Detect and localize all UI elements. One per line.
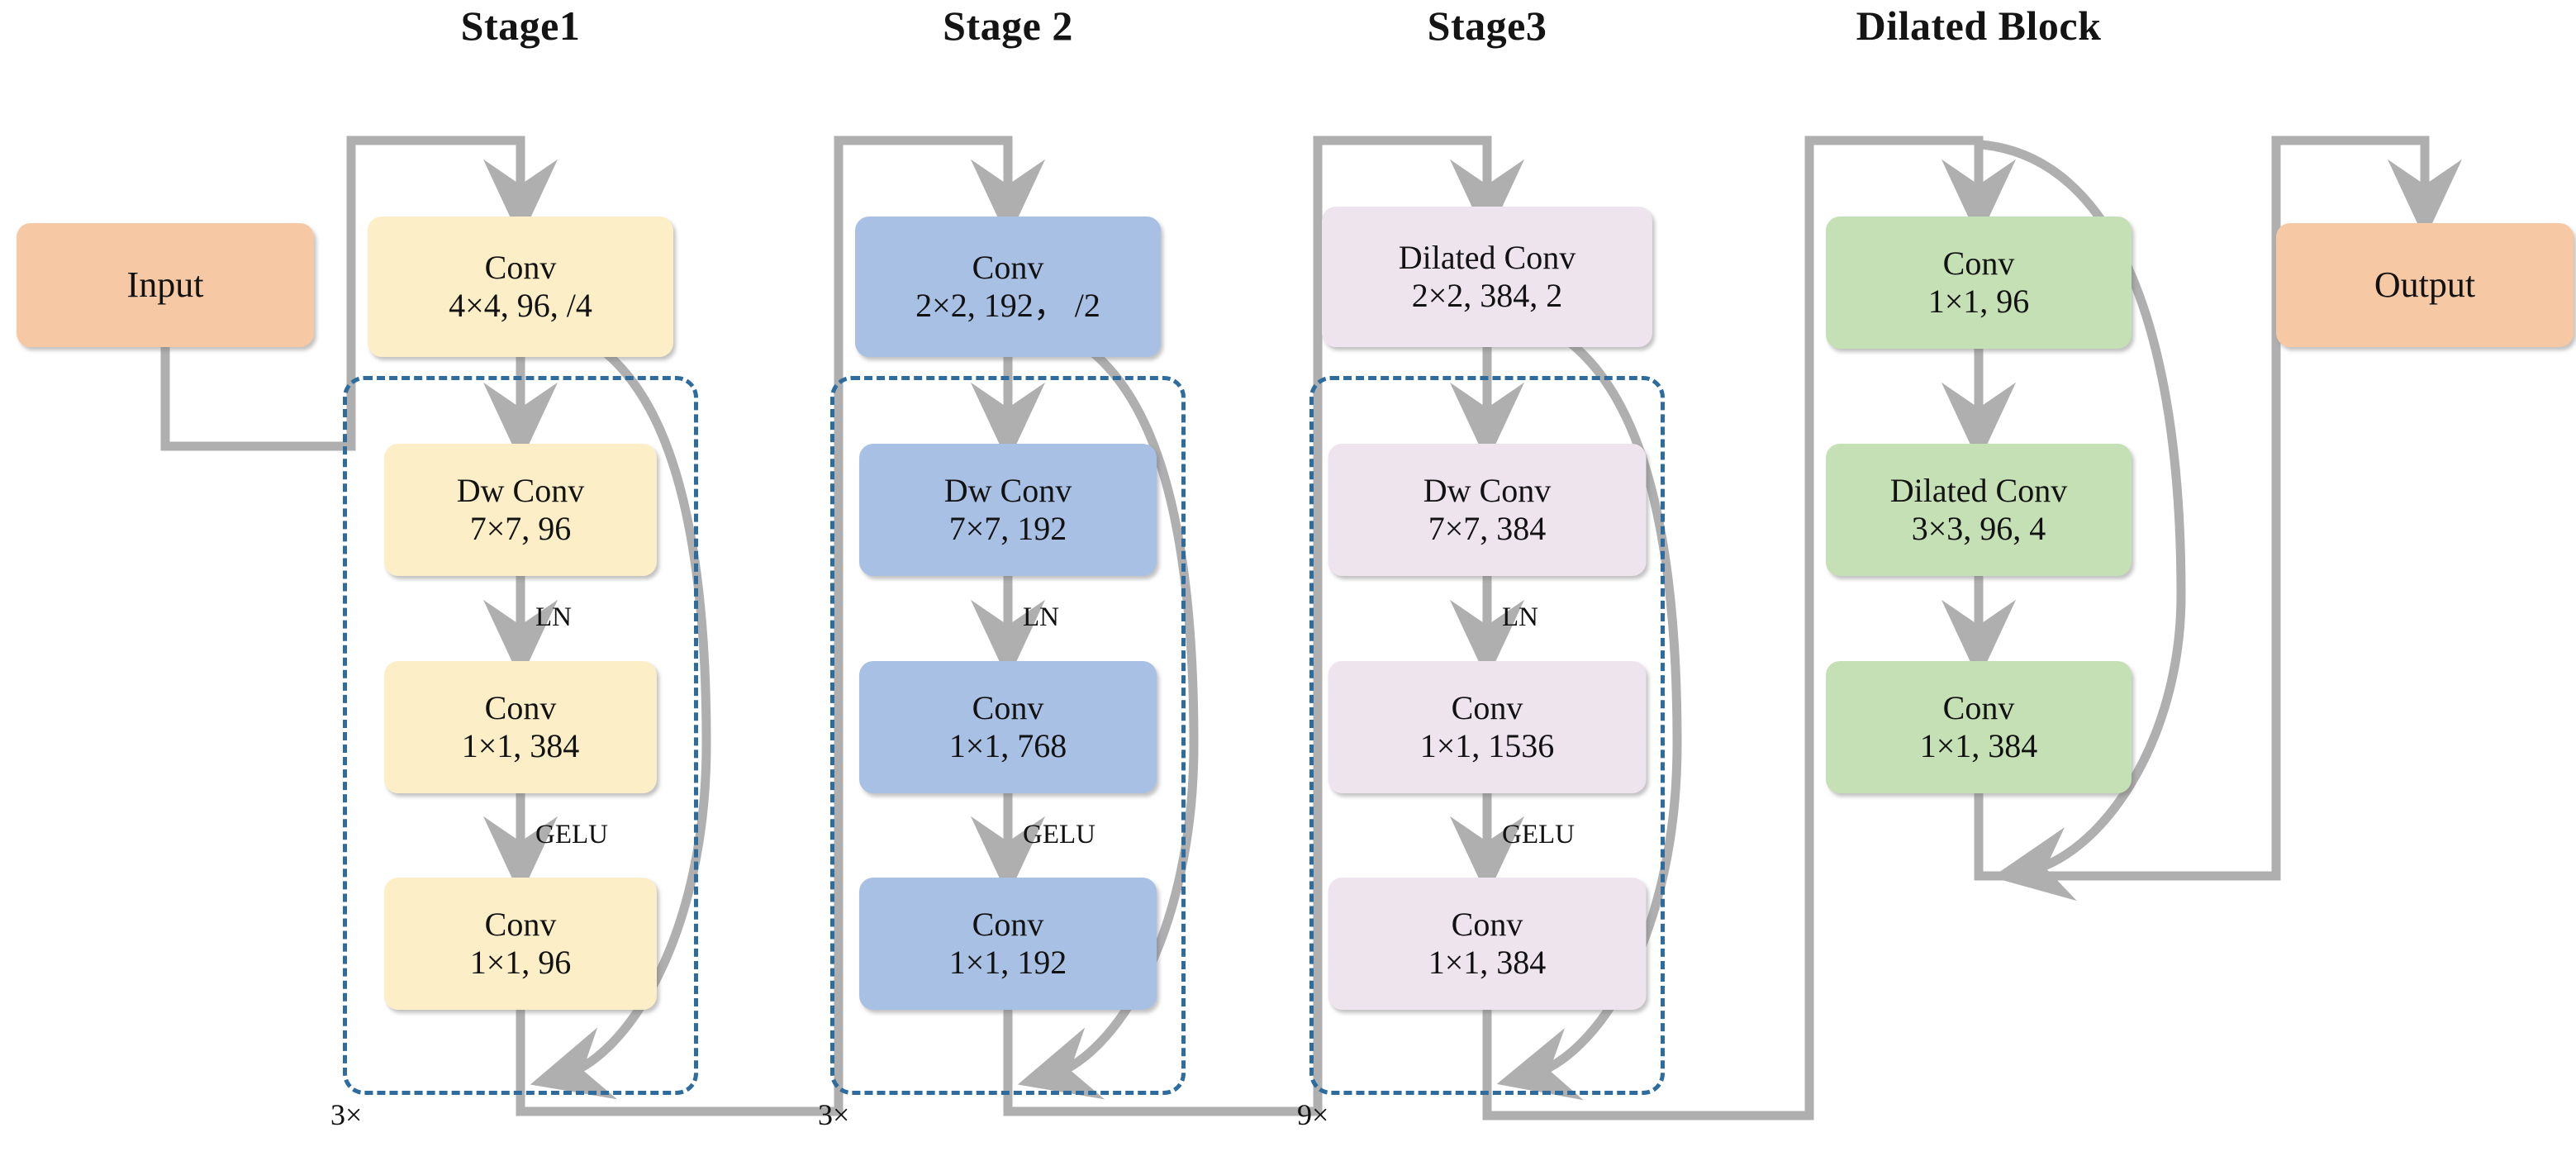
node-label-spec: 1×1, 96 bbox=[1927, 283, 2030, 320]
node-label-primary: Conv bbox=[972, 905, 1044, 943]
wire-db-residual bbox=[1980, 140, 2186, 901]
node-label-spec: 2×2, 384, 2 bbox=[1411, 277, 1563, 314]
node-label-spec: 1×1, 768 bbox=[948, 727, 1067, 764]
wire-s2-to-stage3 bbox=[1003, 136, 1525, 1116]
node-label-primary: Conv bbox=[1451, 905, 1523, 943]
node-label-primary: Output bbox=[2374, 264, 2476, 306]
node-label-spec: 1×1, 384 bbox=[1428, 944, 1547, 981]
wire-s3-residual bbox=[1489, 305, 1682, 1101]
node-input: Input bbox=[17, 223, 314, 347]
repeat-container-stage1 bbox=[343, 376, 698, 1095]
node-label-spec: 1×1, 384 bbox=[1919, 727, 2038, 764]
stage-title-stage2: Stage 2 bbox=[943, 2, 1073, 49]
node-label-primary: Conv bbox=[1942, 688, 2015, 726]
edge-label-s2-ln: LN bbox=[1023, 602, 1059, 632]
node-label-primary: Dilated Conv bbox=[1889, 471, 2068, 509]
node-label-primary: Conv bbox=[1942, 244, 2015, 282]
node-label-spec: 4×4, 96, /4 bbox=[449, 287, 592, 324]
repeat-count-stage1: 3× bbox=[330, 1098, 363, 1131]
stage-title-stage1: Stage1 bbox=[460, 2, 581, 49]
edge-label-s1-ln: LN bbox=[535, 602, 572, 632]
node-label-spec: 1×1, 384 bbox=[461, 727, 580, 764]
node-label-spec: 7×7, 192 bbox=[948, 510, 1067, 547]
node-label-primary: Conv bbox=[484, 905, 557, 943]
node-label-spec: 7×7, 96 bbox=[469, 510, 572, 547]
wire-s2-residual bbox=[1010, 313, 1199, 1100]
node-label-spec: 3×3, 96, 4 bbox=[1911, 510, 2046, 547]
node-label-primary: Dw Conv bbox=[456, 471, 585, 509]
node-label-primary: Conv bbox=[484, 688, 557, 726]
node-label-primary: Conv bbox=[972, 688, 1044, 726]
repeat-count-stage2: 3× bbox=[818, 1098, 850, 1131]
edge-label-s1-gelu: GELU bbox=[535, 820, 608, 849]
node-label-primary: Conv bbox=[972, 248, 1044, 286]
wire-s3-to-dilated bbox=[1482, 136, 2017, 1121]
node-label-primary: Conv bbox=[484, 248, 557, 286]
node-label-primary: Dilated Conv bbox=[1398, 238, 1576, 276]
node-label-primary: Conv bbox=[1451, 688, 1523, 726]
wire-s1-residual bbox=[522, 313, 711, 1100]
repeat-count-stage3: 9× bbox=[1297, 1098, 1329, 1131]
node-label-spec: 2×2, 192， /2 bbox=[915, 287, 1100, 324]
edge-label-s3-ln: LN bbox=[1502, 602, 1538, 632]
node-label-spec: 1×1, 1536 bbox=[1419, 727, 1555, 764]
node-label-spec: 7×7, 384 bbox=[1428, 510, 1547, 547]
node-output: Output bbox=[2276, 223, 2574, 347]
repeat-container-stage3 bbox=[1309, 376, 1665, 1095]
wire-input-to-stage1 bbox=[160, 136, 558, 451]
wire-s1-to-stage2 bbox=[516, 136, 1046, 1116]
repeat-container-stage2 bbox=[830, 376, 1186, 1095]
edge-label-s2-gelu: GELU bbox=[1023, 820, 1096, 849]
stage-title-stage3: Stage3 bbox=[1427, 2, 1547, 49]
node-label-spec: 1×1, 192 bbox=[948, 944, 1067, 981]
stage-title-dilated: Dilated Block bbox=[1856, 2, 2102, 49]
node-label-primary: Dw Conv bbox=[943, 471, 1072, 509]
node-label-primary: Dw Conv bbox=[1423, 471, 1552, 509]
node-label-spec: 1×1, 96 bbox=[469, 944, 572, 981]
node-label-primary: Input bbox=[126, 264, 204, 306]
edge-label-s3-gelu: GELU bbox=[1502, 820, 1575, 849]
wire-dilated-to-output bbox=[1974, 136, 2463, 881]
